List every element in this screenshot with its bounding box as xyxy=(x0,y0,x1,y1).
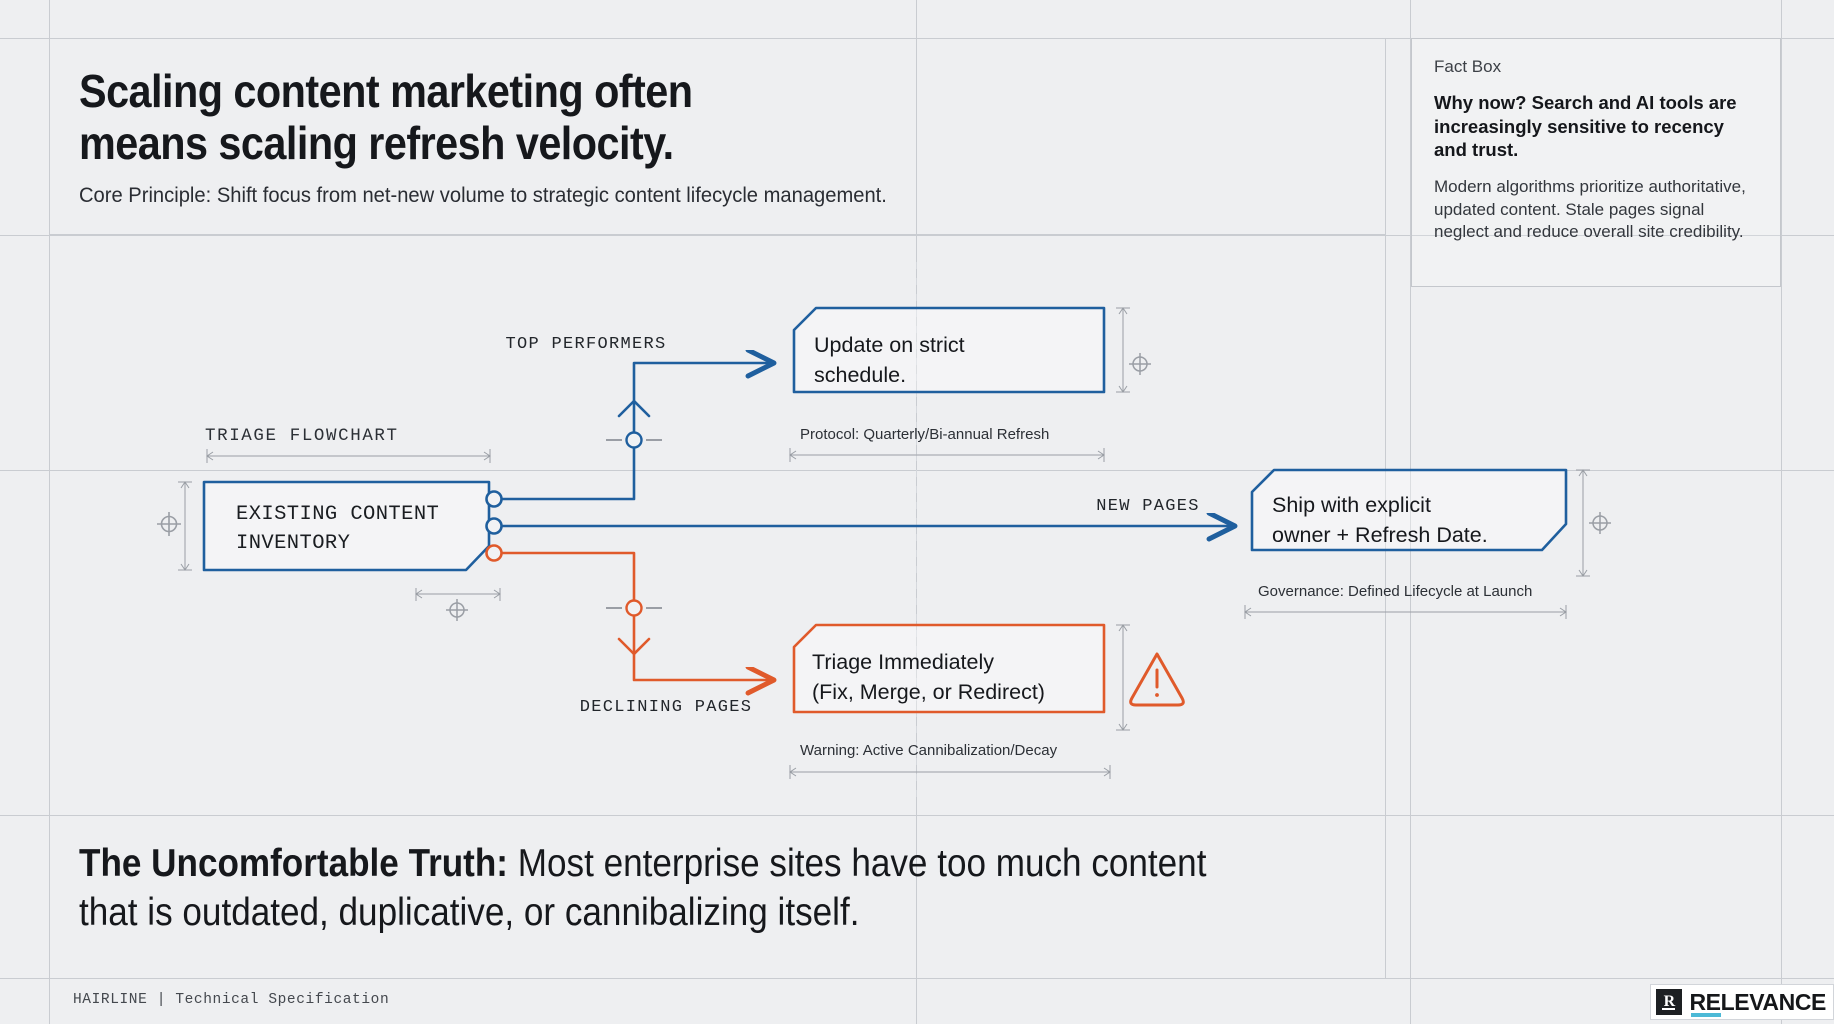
fact-box-body: Modern algorithms prioritize authoritati… xyxy=(1434,177,1746,242)
registration-crosshair-icon-4 xyxy=(1589,512,1611,534)
footer-divider xyxy=(0,978,1834,979)
page-title: Scaling content marketing often means sc… xyxy=(79,65,693,169)
statement-block: The Uncomfortable Truth: Most enterprise… xyxy=(49,815,1386,939)
fact-box-lead: Why now? Search and AI tools are increas… xyxy=(1434,92,1737,161)
logo-mark-icon: R xyxy=(1656,989,1683,1015)
header-block: Scaling content marketing often means sc… xyxy=(49,38,1386,235)
logo-word-text: RELEVANCE xyxy=(1689,988,1826,1015)
core-principle-text: Core Principle: Shift focus from net-new… xyxy=(79,183,887,207)
fact-box-kicker: Fact Box xyxy=(1434,57,1502,76)
logo-wordmark: RELEVANCE xyxy=(1689,988,1829,1017)
truth-rest: Most enterprise sites have too much cont… xyxy=(79,842,1207,934)
relevance-logo: R RELEVANCE xyxy=(1650,984,1834,1020)
logo-accent-underline xyxy=(1691,1012,1722,1017)
fact-box: Fact Box Why now? Search and AI tools ar… xyxy=(1411,38,1781,287)
footer-label: HAIRLINE | Technical Specification xyxy=(73,992,390,1008)
truth-bold-lead: The Uncomfortable Truth: xyxy=(79,842,509,885)
uncomfortable-truth-text: The Uncomfortable Truth: Most enterprise… xyxy=(79,840,1228,938)
